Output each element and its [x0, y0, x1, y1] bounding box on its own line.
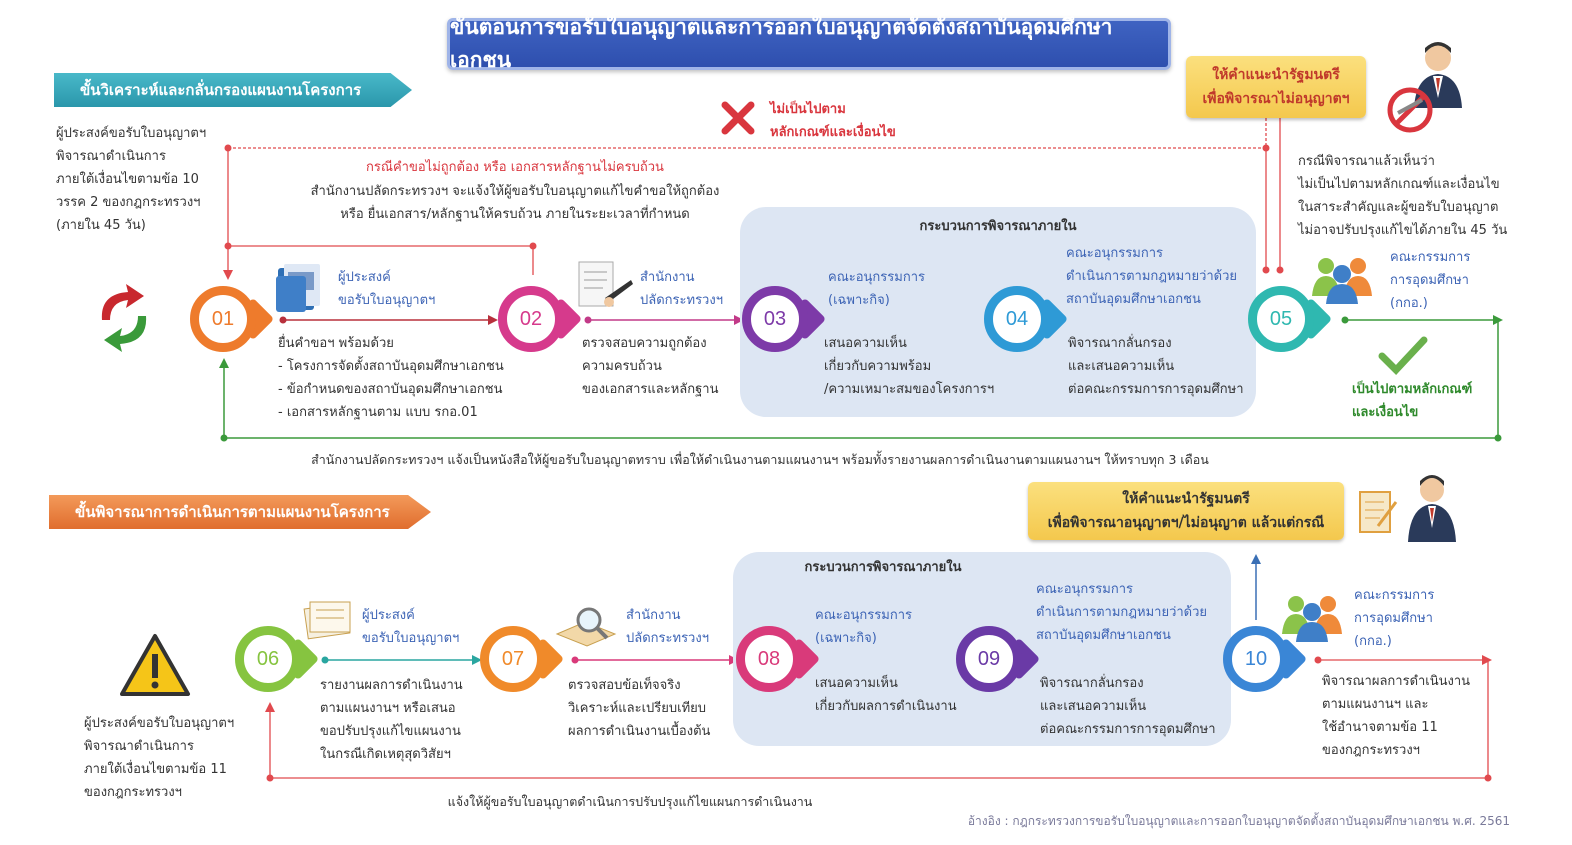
- incomplete-text: สำนักงานปลัดกระทรวงฯ จะแจ้งให้ผู้ขอรับใบ…: [310, 184, 720, 222]
- advice-box-reject: ให้คำแนะนำรัฐมนตรีเพื่อพิจารณาไม่อนุญาตฯ: [1186, 56, 1366, 118]
- step-01: 01: [190, 286, 275, 352]
- internal-title-1: กระบวนการพิจารณาภายใน: [919, 219, 1077, 234]
- step-07-desc: ตรวจสอบข้อเท็จจริงวิเคราะห์และเปรียบเทีย…: [568, 678, 711, 739]
- right-note: กรณีพิจารณาแล้วเห็นว่าไม่เป็นไปตามหลักเก…: [1298, 154, 1508, 238]
- phase1-label: ขั้นวิเคราะห์และกลั่นกรองแผนงานโครงการ: [54, 73, 412, 107]
- cycle-icon: [101, 284, 147, 352]
- phase2-label: ขั้นพิจารณาการดำเนินการตามแผนงานโครงการ: [49, 495, 431, 529]
- step-03: 03: [742, 286, 827, 352]
- step-06-desc: รายงานผลการดำเนินงานตามแผนงานฯ หรือเสนอข…: [320, 678, 463, 762]
- step-09: 09: [956, 626, 1041, 692]
- approve-check-icon: [1378, 336, 1428, 376]
- step-05-actor: คณะกรรมการการอุดมศึกษา(กกอ.): [1390, 250, 1471, 311]
- report-icon: [303, 601, 351, 640]
- phase2-intro: ผู้ประสงค์ขอรับใบอนุญาตฯพิจารณาดำเนินการ…: [84, 716, 235, 800]
- step-10-actor: คณะกรรมการการอุดมศึกษา(กกอ.): [1354, 588, 1435, 649]
- page-title: ขั้นตอนการขอรับใบอนุญาตและการออกใบอนุญาต…: [447, 15, 1171, 72]
- internal-title-2: กระบวนการพิจารณาภายใน: [804, 560, 962, 575]
- step-09-actor: คณะอนุกรรมการดำเนินการตามกฎหมายว่าด้วยสถ…: [1036, 582, 1208, 643]
- reject-label: ไม่เป็นไปตามหลักเกณฑ์และเงื่อนไข: [770, 102, 896, 140]
- step-02-actor: สำนักงานปลัดกระทรวงฯ: [640, 270, 723, 308]
- warning-icon: [120, 634, 190, 696]
- step-03-desc: เสนอความเห็นเกี่ยวกับความพร้อม/ความเหมาะ…: [824, 336, 995, 397]
- step-10-desc: พิจารณาผลการดำเนินงานตามแผนงานฯ และใช้อำ…: [1322, 674, 1471, 758]
- magnifier-icon: [555, 607, 617, 647]
- approve-label: เป็นไปตามหลักเกณฑ์และเงื่อนไข: [1352, 382, 1473, 420]
- document-pen-icon: [578, 261, 633, 307]
- phase1-bottom-note: สำนักงานปลัดกระทรวงฯ แจ้งเป็นหนังสือให้ผ…: [311, 452, 1209, 467]
- step-05: 05: [1248, 286, 1333, 352]
- step-07: 07: [480, 626, 565, 692]
- step-03-actor: คณะอนุกรรมการ(เฉพาะกิจ): [828, 270, 925, 308]
- committee-icon: [1312, 258, 1372, 304]
- step-07-actor: สำนักงานปลัดกระทรวงฯ: [626, 608, 709, 646]
- folder-icon: [276, 264, 320, 312]
- step-10: 10: [1223, 626, 1308, 692]
- step-04: 04: [984, 286, 1069, 352]
- step-02: 02: [498, 286, 583, 352]
- step-02-desc: ตรวจสอบความถูกต้องความครบถ้วนของเอกสารแล…: [582, 336, 719, 397]
- reference: อ้างอิง : กฎกระทรวงการขอรับใบอนุญาตและกา…: [967, 814, 1510, 828]
- phase2-bottom-note: แจ้งให้ผู้ขอรับใบอนุญาตดำเนินการปรับปรุง…: [447, 794, 813, 809]
- step-04-actor: คณะอนุกรรมการดำเนินการตามกฎหมายว่าด้วยสถ…: [1066, 246, 1238, 307]
- committee-icon-2: [1282, 596, 1342, 642]
- step-08: 08: [736, 626, 821, 692]
- step-08-actor: คณะอนุกรรมการ(เฉพาะกิจ): [815, 608, 912, 646]
- step-04-desc: พิจารณากลั่นกรองและเสนอความเห็นต่อคณะกรร…: [1068, 336, 1244, 397]
- step-06-actor: ผู้ประสงค์ขอรับใบอนุญาตฯ: [362, 608, 460, 646]
- step-01-desc: ยื่นคำขอฯ พร้อมด้วย- โครงการจัดตั้งสถาบั…: [278, 336, 504, 420]
- step-06: 06: [235, 626, 320, 692]
- advice-box-approve: ให้คำแนะนำรัฐมนตรีเพื่อพิจารณาอนุญาตฯ/ไม…: [1028, 482, 1344, 540]
- step-09-desc: พิจารณากลั่นกรองและเสนอความเห็นต่อคณะกรร…: [1040, 676, 1216, 737]
- incomplete-title: กรณีคำขอไม่ถูกต้อง หรือ เอกสารหลักฐานไม่…: [366, 160, 664, 175]
- step-08-desc: เสนอความเห็นเกี่ยวกับผลการดำเนินงาน: [815, 676, 957, 714]
- reject-x-icon: [721, 101, 755, 135]
- phase1-intro: ผู้ประสงค์ขอรับใบอนุญาตฯพิจารณาดำเนินการ…: [56, 126, 207, 233]
- minister-reject-icon: [1387, 42, 1462, 133]
- step-01-actor: ผู้ประสงค์ขอรับใบอนุญาตฯ: [338, 270, 436, 308]
- minister-approve-icon: [1359, 475, 1456, 542]
